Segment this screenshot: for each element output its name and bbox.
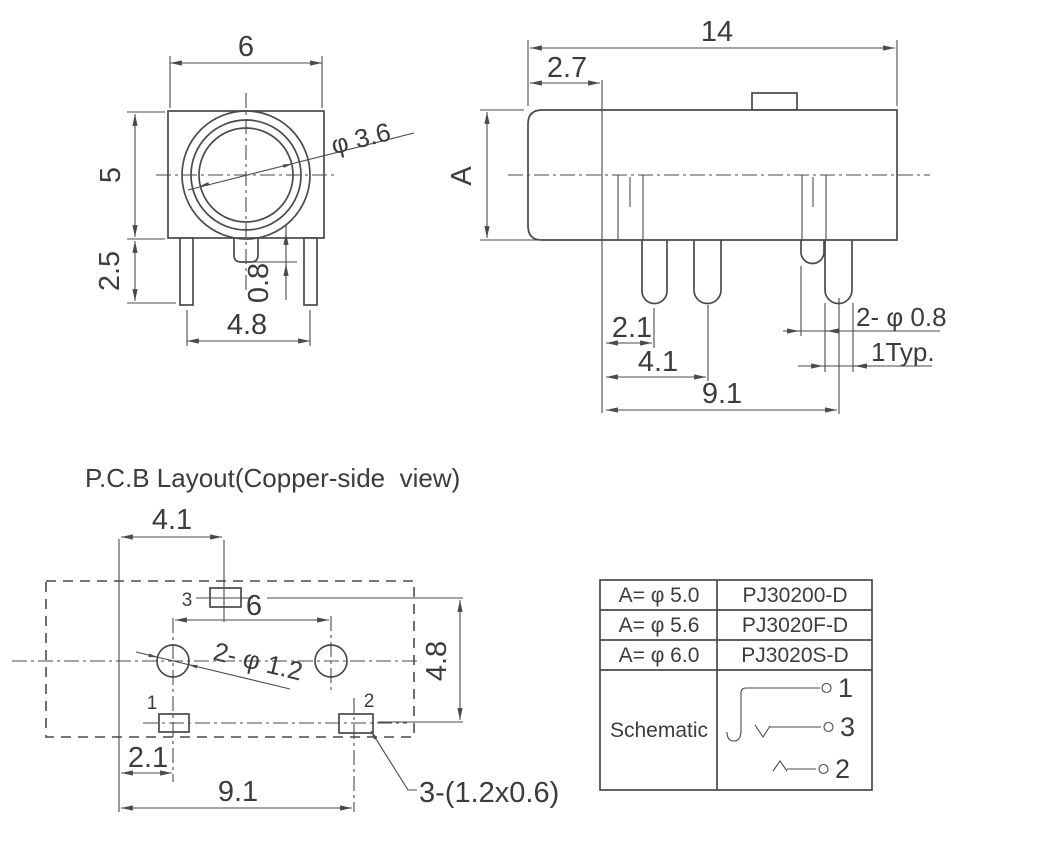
leader-pcb-holes-diameter bbox=[135, 651, 291, 690]
side-leg-3 bbox=[824, 240, 853, 305]
pcb-pad2-label: 2 bbox=[364, 691, 375, 712]
dim-front-stub: 0.8 bbox=[243, 263, 275, 303]
dim-side-length: 14 bbox=[701, 16, 733, 48]
pcb-pad3-label: 3 bbox=[182, 590, 193, 611]
schematic-terminal-2 bbox=[818, 763, 829, 775]
side-pin-stub bbox=[800, 240, 825, 265]
pcb-hole-left bbox=[156, 644, 190, 678]
dim-front-height: 5 bbox=[95, 167, 127, 183]
front-jack-hole-circle bbox=[198, 127, 294, 223]
dim-front-hole-diameter: φ 3.6 bbox=[328, 116, 394, 160]
schematic-terminal-3 bbox=[823, 721, 834, 733]
table-row3-part: PJ3020S-D bbox=[741, 644, 848, 667]
side-top-boss bbox=[751, 92, 798, 111]
pcb-component-outline bbox=[45, 580, 415, 738]
schematic-sleeve-contact bbox=[772, 760, 788, 772]
schematic-pin2-label: 2 bbox=[835, 754, 850, 784]
dim-pcb-holes-span: 6 bbox=[246, 590, 262, 622]
jack-schematic: 1 3 2 bbox=[726, 673, 855, 784]
dim-pcb-pad2: 9.1 bbox=[218, 776, 258, 808]
schematic-terminal-1 bbox=[821, 682, 832, 694]
pcb-pad-note: 3-(1.2x0.6) bbox=[419, 777, 559, 809]
leader-hole-diameter bbox=[187, 132, 415, 191]
dim-side-pin-diameter: 2- φ 0.8 bbox=[856, 302, 947, 332]
dim-side-pin-typ: 1Typ. bbox=[871, 337, 935, 367]
dim-front-leg: 2.5 bbox=[94, 251, 126, 291]
dim-front-width: 6 bbox=[238, 31, 254, 63]
dim-front-leg-span: 4.8 bbox=[227, 309, 267, 341]
schematic-pin3-label: 3 bbox=[840, 712, 855, 742]
pcb-hole-right bbox=[314, 644, 348, 678]
dim-side-pin2: 4.1 bbox=[638, 346, 678, 378]
front-barrel-middle-circle bbox=[190, 119, 302, 231]
variant-table: A= φ 5.0 PJ30200-D A= φ 5.6 PJ3020F-D A=… bbox=[599, 579, 873, 791]
dim-side-offset: 2.7 bbox=[547, 52, 587, 84]
table-row1-size: A= φ 5.0 bbox=[619, 584, 700, 607]
table-row1-part: PJ30200-D bbox=[742, 584, 847, 607]
side-leg-2 bbox=[693, 240, 722, 305]
table-row2-size: A= φ 5.6 bbox=[619, 614, 700, 637]
dim-pcb-pad1: 2.1 bbox=[128, 742, 168, 774]
side-leg-1 bbox=[641, 240, 668, 305]
pcb-layout-view: P.C.B Layout(Copper-side view) 3 1 2 4.1… bbox=[12, 463, 559, 812]
dim-side-barrel: A bbox=[446, 166, 478, 186]
table-row3-size: A= φ 6.0 bbox=[619, 644, 700, 667]
schematic-pin1-label: 1 bbox=[838, 673, 853, 703]
front-barrel-outer-circle bbox=[181, 110, 311, 240]
dim-pcb-rows-span: 4.8 bbox=[421, 641, 453, 681]
dim-pcb-holes-diameter: 2- φ 1.2 bbox=[211, 636, 306, 686]
leader-pad-note bbox=[370, 730, 417, 791]
table-schematic-label: Schematic bbox=[610, 719, 708, 742]
table-border bbox=[599, 579, 873, 791]
front-view: 6 5 2.5 4.8 0.8 φ 3.6 bbox=[94, 31, 415, 346]
dim-side-pin3: 9.1 bbox=[702, 378, 742, 410]
schematic-switch-contact bbox=[754, 724, 771, 739]
side-view: 14 2.7 A 2.1 4.1 9.1 2- φ 0.8 1Typ. bbox=[446, 16, 947, 414]
pcb-layout-title: P.C.B Layout(Copper-side view) bbox=[85, 463, 460, 493]
front-right-leg bbox=[303, 237, 318, 306]
dim-pcb-pad3: 4.1 bbox=[152, 504, 192, 536]
schematic-tip-contact bbox=[726, 687, 820, 742]
dim-side-pin1: 2.1 bbox=[612, 312, 652, 344]
front-left-leg bbox=[179, 237, 194, 306]
pcb-pad1-label: 1 bbox=[147, 693, 158, 714]
table-row2-part: PJ3020F-D bbox=[742, 614, 848, 637]
